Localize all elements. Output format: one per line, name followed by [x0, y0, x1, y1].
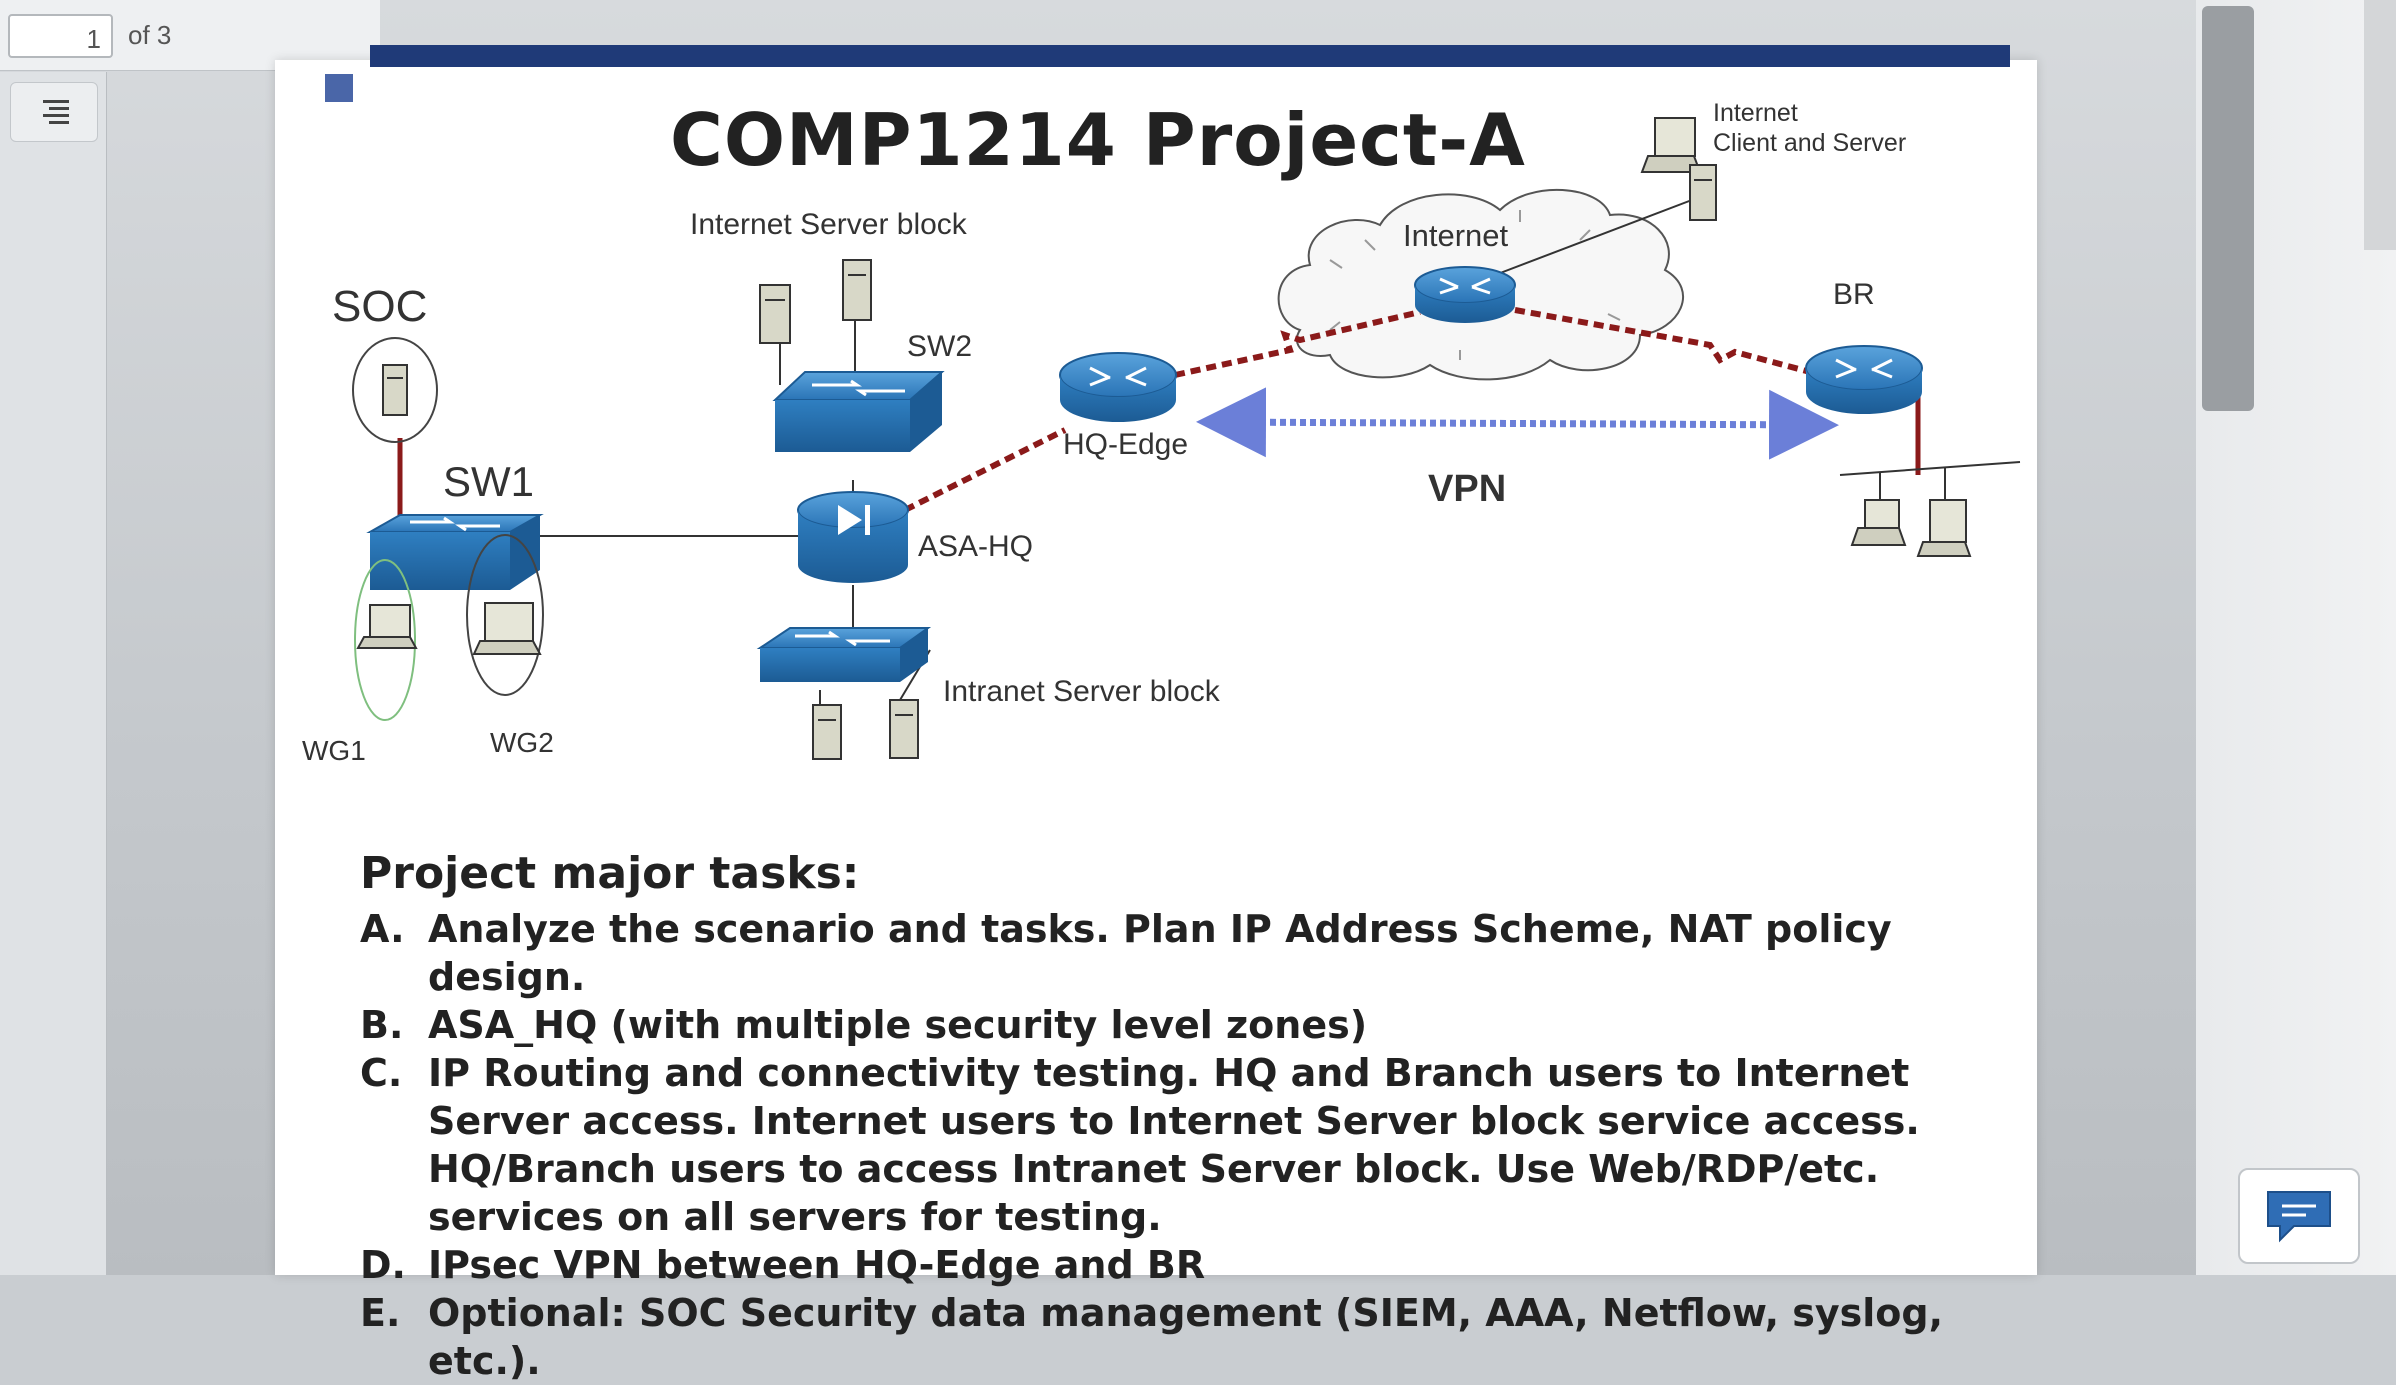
intranet-switch-icon	[756, 627, 932, 682]
outline-list-icon	[43, 100, 69, 124]
asa-to-hq-edge-serial-link	[903, 427, 1067, 513]
label-wg2: WG2	[490, 727, 554, 758]
task-item: A. Analyze the scenario and tasks. Plan …	[360, 905, 1960, 1001]
scrollbar-track[interactable]	[2364, 0, 2396, 250]
task-letter: A.	[360, 907, 405, 951]
slide-header-accent	[325, 74, 353, 102]
label-sw1: SW1	[443, 458, 535, 505]
slide-title: COMP1214 Project-A	[670, 98, 1526, 182]
task-text: Optional: SOC Security data management (…	[428, 1291, 1944, 1383]
br-lan-bus	[1839, 461, 2021, 476]
feedback-button[interactable]	[2238, 1168, 2360, 1264]
project-tasks: Project major tasks: A. Analyze the scen…	[360, 848, 1960, 1385]
label-vpn: VPN	[1428, 468, 1507, 510]
label-asa-hq: ASA-HQ	[918, 530, 1034, 563]
left-sidebar	[0, 72, 107, 1275]
internet-client-laptop-icon	[1640, 117, 1702, 173]
outline-button[interactable]	[10, 82, 98, 142]
label-internet-client-server: Internet Client and Server	[1713, 98, 1906, 158]
tasks-heading: Project major tasks:	[360, 848, 860, 899]
intranet-server2-icon	[889, 699, 919, 759]
br-laptop1-icon	[1850, 499, 1907, 546]
wg2-group-outline	[466, 534, 544, 696]
task-text: Analyze the scenario and tasks. Plan IP …	[428, 907, 1892, 999]
task-text: IP Routing and connectivity testing. HQ …	[428, 1051, 1920, 1239]
hq-edge-router-icon	[1059, 352, 1177, 422]
soc-group-outline	[352, 337, 438, 443]
label-internet: Internet	[1403, 218, 1509, 253]
task-letter: E.	[360, 1291, 401, 1335]
vpn-tunnel-link	[1196, 387, 1839, 460]
viewer-toolbar: 1 of 3	[0, 0, 380, 71]
internet-router-icon	[1414, 266, 1516, 323]
network-diagram	[352, 117, 2021, 760]
wg2-laptop-icon	[472, 602, 542, 655]
internet-to-br-serial-link	[1514, 307, 1811, 375]
internet-server-icon	[1689, 164, 1717, 221]
sw2-switch-icon	[772, 371, 945, 452]
task-text: IPsec VPN between HQ-Edge and BR	[428, 1243, 1206, 1287]
hq-edge-to-internet-serial-link	[1174, 309, 1421, 378]
label-soc: SOC	[332, 282, 428, 331]
internet-to-client-link	[1494, 194, 1706, 276]
label-internet-client-line1: Internet	[1713, 99, 1798, 127]
task-letter: D.	[360, 1243, 406, 1287]
chat-feedback-icon	[2267, 1191, 2331, 1243]
label-hq-edge: HQ-Edge	[1063, 428, 1189, 461]
label-sw2: SW2	[907, 330, 973, 363]
page-number-input[interactable]: 1	[8, 14, 113, 58]
sw1-switch-icon	[366, 514, 544, 590]
internet-server1-icon	[759, 284, 791, 344]
intranet-server1-icon	[812, 704, 842, 760]
task-text: ASA_HQ (with multiple security level zon…	[428, 1003, 1368, 1047]
br-router-icon	[1805, 345, 1923, 414]
wg1-laptop-icon	[356, 604, 418, 649]
task-item: C. IP Routing and connectivity testing. …	[360, 1049, 1960, 1241]
label-br: BR	[1833, 278, 1875, 311]
slide-page	[275, 60, 2037, 1275]
label-internet-server-block: Internet Server block	[690, 208, 967, 241]
task-item: B. ASA_HQ (with multiple security level …	[360, 1001, 1960, 1049]
label-internet-client-line2: Client and Server	[1713, 129, 1907, 157]
page-count-label: of 3	[128, 20, 172, 50]
label-wg1: WG1	[302, 735, 366, 766]
scrollbar-thumb[interactable]	[2202, 6, 2254, 411]
asa-hq-firewall-icon	[797, 491, 909, 583]
label-intranet-server-block: Intranet Server block	[943, 675, 1220, 708]
internet-server2-icon	[842, 259, 872, 321]
br-laptop2-icon	[1916, 499, 1972, 557]
slide-header-bar	[370, 45, 2010, 67]
task-letter: B.	[360, 1003, 404, 1047]
task-item: E. Optional: SOC Security data managemen…	[360, 1289, 1960, 1385]
wg1-group-outline	[354, 559, 416, 721]
task-letter: C.	[360, 1051, 403, 1095]
soc-server-icon	[382, 364, 408, 416]
task-item: D. IPsec VPN between HQ-Edge and BR	[360, 1241, 1960, 1289]
